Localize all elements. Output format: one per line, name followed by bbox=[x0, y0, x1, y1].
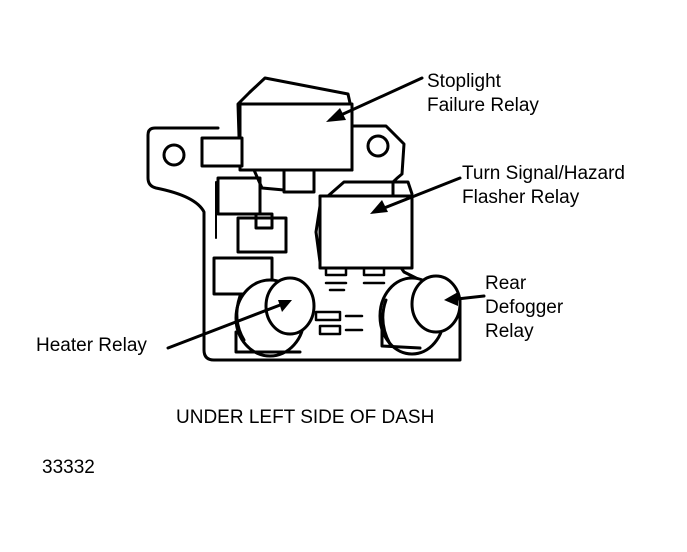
rear-defogger-arrowhead bbox=[444, 292, 458, 306]
stoplight-arrowhead bbox=[326, 108, 346, 122]
heater-arrowhead bbox=[278, 300, 292, 312]
rear-defogger-relay-drawing bbox=[378, 274, 462, 356]
stoplight-relay-drawing bbox=[200, 76, 354, 194]
mounting-hole-right bbox=[366, 134, 390, 158]
board-block-1 bbox=[216, 176, 262, 216]
board-connector-small bbox=[254, 212, 274, 230]
turn-signal-label-line2: Flasher Relay bbox=[462, 187, 580, 208]
stoplight-label-line1: Stoplight bbox=[427, 71, 501, 92]
rear-defogger-label-line3: Relay bbox=[485, 321, 534, 342]
figure-number: 33332 bbox=[42, 457, 95, 478]
heater-arrow-line bbox=[166, 300, 290, 350]
turn-signal-relay-drawing bbox=[314, 180, 414, 270]
turn-signal-label-line1: Turn Signal/Hazard bbox=[462, 163, 625, 184]
rear-defogger-label-line1: Rear bbox=[485, 273, 527, 294]
turn-signal-arrowhead bbox=[370, 200, 388, 214]
terminal-cluster-upper bbox=[324, 266, 386, 292]
stoplight-label-line2: Failure Relay bbox=[427, 95, 539, 116]
terminal-cluster-lower bbox=[314, 310, 364, 336]
rear-defogger-label-line2: Defogger bbox=[485, 297, 564, 318]
heater-relay-label: Heater Relay bbox=[36, 335, 147, 356]
heater-relay-drawing bbox=[234, 276, 316, 358]
diagram-caption: UNDER LEFT SIDE OF DASH bbox=[176, 407, 435, 428]
turn-signal-arrow-line bbox=[372, 176, 462, 214]
mounting-hole-left bbox=[162, 143, 186, 167]
board-block-2 bbox=[236, 216, 288, 254]
stoplight-arrow-line bbox=[328, 76, 424, 122]
mounting-bracket bbox=[146, 124, 462, 362]
